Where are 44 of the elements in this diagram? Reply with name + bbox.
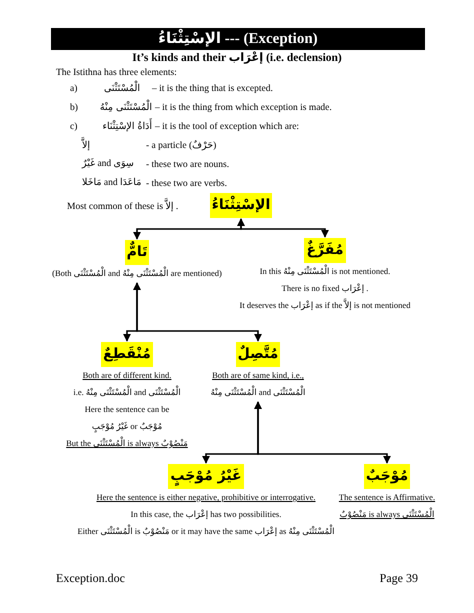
item-letter: b) [70, 102, 78, 115]
arabic-term: مَاخَلا and مَاعَدَا [82, 177, 142, 190]
description-text: Here the sentence is either negative, prohibitive or interrogative. [96, 491, 316, 504]
arabic-term: الْمُسْتَثْنَى مِنْهُ [100, 101, 152, 114]
footer-text: Page 39 [380, 572, 418, 585]
description-text: الْمُسْتَثْنَى is always مَنْصُوْبٌ [340, 506, 434, 522]
definition-text: - a particle (حَرْفٌ) [146, 140, 216, 153]
definition-text: – it is the thing from which exception is made. [155, 102, 332, 115]
connector-arrow [237, 218, 329, 238]
description-text: (Both الْمُسْتَثْنَى and الْمُسْتَثْنَى مِنْهُ are mentioned) [51, 266, 223, 280]
definition-text: - these two are nouns. [146, 159, 230, 172]
intro-text: The Istithna has three elements: [56, 67, 177, 80]
arabic-term: إلاَّ [82, 139, 90, 152]
description-text: In this case, the إعْرَاب has two possibilities. [130, 508, 282, 521]
definition-text: – it is the tool of exception which are: [155, 121, 300, 134]
description-text: Both are of same kind, i.e., [212, 369, 304, 382]
item-letter: a) [70, 83, 78, 96]
description-text: It deserves the إعْرَاب as if the إلاَّ is not mentioned [238, 298, 412, 312]
subtitle: It’s kinds and their إعْرَاب (i.e. declension) [131, 52, 343, 65]
definition-text: - these two are verbs. [146, 178, 227, 191]
connector-arrow [133, 282, 262, 342]
description-text: The sentence is Affirmative. [338, 491, 436, 504]
highlighted-term: مُنْقَطِعٌ [101, 342, 153, 367]
highlighted-term: مُفَرَّغٌ [304, 238, 346, 263]
highlighted-term: مُتَّصِلٌ [236, 342, 280, 367]
connector-arrow [254, 401, 391, 464]
arabic-term: أَدَاةُ الإسْتِثْنَاء [102, 120, 152, 133]
description-text: غَيْرُ مُوْجَبٍ or مُوْجَبٌ [90, 420, 164, 434]
footer-text: Exception.doc [56, 572, 125, 585]
highlighted-term: تَامٌّ [124, 240, 150, 265]
highlighted-term: مُوْجَبٌ [364, 464, 410, 489]
definition-text: – it is the thing that is excepted. [152, 83, 273, 96]
description-text: Here the sentence can be [84, 403, 170, 416]
arabic-term: غَيْرٌ and سِوَى [82, 158, 134, 171]
description-text: الْمُسْتَثْنَى مِنْهُ and الْمُسْتَثْنَى [210, 384, 306, 399]
item-letter: c) [70, 121, 78, 134]
highlighted-term: الإسْتِثْنَاءُ [210, 193, 272, 218]
arabic-term: الْمُسْتَثْنَى [104, 82, 140, 95]
description-text: There is no fixed إعْرَاب . [280, 282, 370, 295]
description-text: But the الْمُسْتَثْنَى is always مَنْصُوْبٌ [66, 436, 188, 450]
title-bar: الإسْتِثْنَاءُ --- (Exception) [51, 28, 425, 50]
highlighted-term: غَيْرُ مُوْجَبٍ [168, 464, 244, 489]
description-text: Both are of different kind. [82, 369, 172, 382]
description-text: Either الْمُسْتَثْنَى is مَنْصُوْبٌ or it may have the same إعْرَاب as الْمُسْتَثْنَى مِنْهُ [76, 524, 336, 538]
